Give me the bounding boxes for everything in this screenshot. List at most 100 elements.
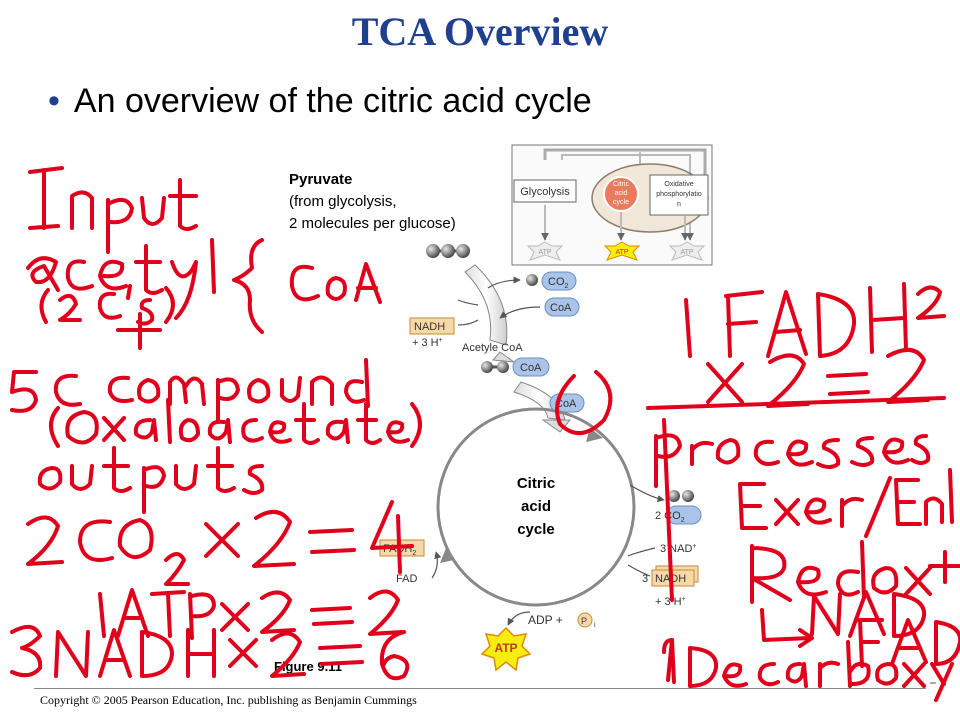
- hw-p: [216, 377, 240, 424]
- hw-paren2: [49, 406, 60, 448]
- hw-equals3: [318, 644, 364, 666]
- cycle-direction-arrow: [440, 548, 454, 563]
- hw-r-x3: [904, 566, 932, 596]
- hw-r-s2: [850, 436, 875, 467]
- hw-r-circle: [555, 370, 613, 435]
- hw-p2: [142, 465, 166, 514]
- hw-r-A2: [848, 590, 886, 638]
- hw-apos: [126, 284, 132, 300]
- hw-r-underline: [646, 396, 946, 410]
- hw-coa-C: [289, 264, 320, 302]
- nadh-box: [409, 317, 455, 335]
- hw-r-2b: [886, 348, 930, 404]
- three-nad-label: 3 NAD+: [660, 543, 697, 555]
- coa-pill-in: [544, 297, 580, 317]
- hw-4: [370, 500, 414, 574]
- acetyl-coa-molecule: [481, 357, 550, 377]
- hw-r-x4: [902, 662, 926, 688]
- hw-r-F: [724, 290, 764, 358]
- hw-3: [10, 624, 43, 678]
- hw-o4: [37, 466, 63, 491]
- co2-release-arrow: [487, 276, 521, 289]
- hw-r-eq: [826, 372, 870, 396]
- hw-2c: [252, 510, 296, 568]
- hw-r-o: [715, 438, 741, 465]
- hw-6: [379, 630, 410, 681]
- hw-x3: [220, 602, 250, 632]
- hw-s: [136, 298, 155, 326]
- inset-atp-label-2: ATP: [615, 249, 628, 256]
- inset-oxphos-line1: Oxidative: [664, 181, 693, 188]
- hw-r-x2: [774, 498, 800, 526]
- hw-r-connector: [662, 418, 674, 602]
- coa-input-arrow: [499, 306, 541, 319]
- hw-r-D: [816, 292, 857, 358]
- hw-paren: [164, 286, 175, 324]
- co2-label: CO2: [548, 276, 569, 290]
- hw-a3: [325, 418, 350, 444]
- hw-r-line: [666, 638, 674, 682]
- footer-divider: [34, 688, 926, 689]
- fad-reduction-arrow: [431, 551, 442, 579]
- hw-acetyl: [210, 238, 216, 294]
- hw-e: [268, 420, 292, 444]
- hw-r-1: [684, 298, 692, 358]
- phosphate-p: P: [581, 616, 587, 626]
- hw-u3: [174, 464, 198, 491]
- bullet-text: An overview of the citric acid cycle: [73, 82, 592, 120]
- hw-r-E: [738, 482, 768, 530]
- hw-C3: [78, 519, 114, 562]
- hw-x2: [204, 522, 240, 558]
- inset-oxphos-line3: n: [677, 201, 681, 208]
- two-co2-arrow: [629, 484, 665, 503]
- hw-o: [137, 378, 161, 404]
- copyright-text: Copyright © 2005 Pearson Education, Inc.…: [40, 693, 417, 707]
- hw-c: [107, 375, 134, 403]
- hw-sub2: [164, 552, 190, 586]
- hw-input-n: [70, 190, 94, 230]
- hw-acetyl: [98, 259, 128, 291]
- handwriting-right: [555, 282, 960, 702]
- hw-C: [97, 291, 122, 320]
- hw-t4: [206, 446, 236, 493]
- hw-r-2: [916, 285, 946, 320]
- hw-A: [116, 588, 150, 638]
- pyruvate-line2: (from glycolysis,: [289, 193, 397, 210]
- nadh-label: NADH: [414, 321, 445, 333]
- hw-P: [188, 592, 216, 640]
- hw-acetyl: [65, 259, 94, 291]
- hw-c2: [241, 418, 264, 443]
- coa-label-in: CoA: [550, 302, 572, 314]
- inset-glycolysis-label: Glycolysis: [520, 186, 570, 198]
- hw-5: [10, 370, 38, 413]
- hw-t3: [102, 446, 132, 493]
- hw-r-D3: [934, 620, 960, 666]
- plus-3h-label-2: + 3 H+: [655, 596, 686, 608]
- hw-x4: [228, 638, 258, 668]
- hw-u: [280, 376, 302, 403]
- cell-inset: Glycolysis Citric acid cycle Oxidative p…: [511, 144, 713, 266]
- hw-s2: [242, 464, 265, 495]
- hw-r-o2: [871, 566, 899, 595]
- hw-a: [133, 418, 158, 442]
- hw-r-b: [846, 640, 871, 688]
- atp-burst: [480, 626, 532, 672]
- hw-r-s: [816, 438, 841, 469]
- fad-label: FAD: [396, 573, 417, 585]
- hw-input-p: [106, 197, 134, 254]
- hw-2d: [260, 590, 296, 634]
- hw-r-c2: [757, 662, 780, 687]
- acetyl-coa-label: Acetyle CoA: [462, 342, 523, 354]
- hw-r-F2: [858, 618, 884, 668]
- hw-brace: [232, 238, 264, 334]
- inset-atp-burst-3: [668, 241, 706, 261]
- hw-C2: [53, 373, 82, 407]
- inset-glycolysis-box: [513, 179, 577, 203]
- hw-O: [65, 410, 99, 445]
- hw-input-u: [140, 196, 166, 226]
- hw-r-A: [766, 290, 808, 358]
- nad-cycle-arrow: [627, 547, 656, 577]
- hw-r-e4: [796, 565, 828, 597]
- cycle-label-line2: acid: [521, 498, 551, 515]
